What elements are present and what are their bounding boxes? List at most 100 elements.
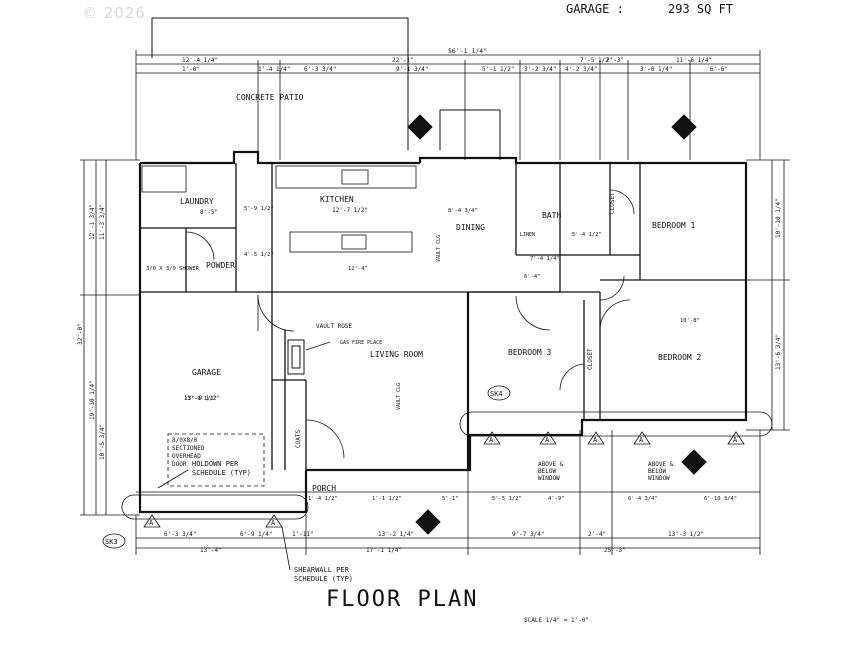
dim-left-text-3: 19'-10 1/4"	[89, 380, 96, 420]
vault-ceil-living: VAULT CLG	[396, 383, 402, 410]
top-frame	[151, 17, 501, 160]
egress2-line3: WINDOW	[648, 475, 670, 482]
dim-bot-r2-text-2: 25'-3"	[604, 547, 626, 554]
dim-bot-r1-text-6: 13'-3 1/2"	[668, 531, 704, 538]
dim-bot-r1-text-4: 9'-7 3/4"	[512, 531, 545, 538]
vault-rose-label: VAULT ROSE	[316, 323, 353, 330]
room-kitchen-dim: 12'-7 1/2"	[332, 207, 368, 214]
dims-bottom-row2: 13'-4" 17'-1 1/4" 25'-3"	[200, 547, 626, 554]
closet-label-1: CLOSET	[609, 192, 616, 214]
dim-top-overall-text: 56'-1 1/4"	[448, 47, 487, 55]
wall-type-a6: A	[639, 436, 644, 444]
dims-right: 10'-10 1/4"13'-6 3/4"	[775, 198, 782, 370]
dim-top-r1-text-2: 7'-5 1/2"	[580, 57, 613, 64]
egress2-line1: ABOVE &	[648, 461, 674, 468]
room-living: LIVING ROOM	[370, 350, 423, 359]
dim-top-r2-text-7: 3'-0 1/4"	[640, 66, 673, 73]
dim-left-text-2: 11'-3 3/4"	[99, 204, 106, 240]
dim-bot-r1-text-5: 2'-4"	[588, 531, 606, 538]
room-garage-dim: 13'-9 1/2"	[184, 395, 220, 402]
room-garage: GARAGE	[192, 368, 221, 377]
dim-top-r1-text-0: 12'-4 1/4"	[182, 57, 218, 64]
dim-bot-r1-text-1: 6'-9 1/4"	[240, 531, 273, 538]
dims-top-overall: 56'-1 1/4"	[448, 47, 487, 55]
dims-top-row1: 12'-4 1/4"22'-1"7'-5 1/2"2'-3"11'-6 1/4"	[182, 57, 712, 64]
dim-top-r2-text-3: 9'-1 3/4"	[396, 66, 429, 73]
wall-type-a1: A	[149, 519, 154, 527]
dimension-lines-bottom	[135, 430, 761, 555]
dim-top-r1-text-1: 22'-1"	[392, 57, 414, 64]
room-patio: CONCRETE PATIO	[236, 93, 304, 102]
header-value: 293 SQ FT	[668, 2, 734, 16]
dims-left: 32'-0" 12'-1 3/4"11'-3 3/4" 19'-10 1/4"10'…	[77, 204, 106, 460]
watermark: © 2026	[82, 4, 146, 22]
dim-int-text-8: 8'-4 3/4"	[448, 208, 478, 214]
dim-top-r2-text-8: 6'-6"	[710, 66, 728, 73]
dimension-lines-top	[135, 50, 761, 160]
dim-bot-r2-text-1: 17'-1 1/4"	[366, 547, 402, 554]
sk4-label: SK4	[490, 390, 503, 398]
fireplace-label: GAS FIRE PLACE	[340, 340, 382, 346]
shearwall-callouts	[121, 411, 773, 520]
fireplace	[287, 339, 305, 375]
dim-int-text-5: 6'-4"	[524, 274, 541, 280]
room-porch: PORCH	[312, 484, 336, 493]
dim-int-text-6: 13'-9 1/2"	[184, 396, 217, 402]
dim-right-text-0: 10'-10 1/4"	[775, 198, 782, 238]
sk-tags	[102, 385, 511, 549]
holdown-note-1: HOLDOWN PER	[192, 460, 239, 468]
dim-top-r2-text-2: 6'-3 3/4"	[304, 66, 337, 73]
dim-top-r2-text-4: 5'-1 1/2"	[482, 66, 515, 73]
room-laundry: LAUNDRY	[180, 197, 214, 206]
dim-left-text-4: 10'-5 3/4"	[99, 424, 106, 460]
dims-interior: 5'-9 1/2"4'-5 1/2"12'-4"7'-4 1/4"5'-4 1/…	[184, 206, 737, 502]
section-marker-labels: A 3.1 B 3.H	[416, 118, 693, 134]
dim-int-text-1: 4'-5 1/2"	[244, 252, 274, 258]
room-shower: 3/0 X 3/0 SHOWER	[146, 266, 200, 272]
section-b-sub: 3.H	[680, 126, 693, 134]
room-bedroom3: BEDROOM 3	[508, 348, 552, 357]
dim-int-text-12: 6'-4 3/4"	[628, 496, 658, 502]
dim-bot-r2-text-0: 13'-4"	[200, 547, 222, 554]
room-bedroom1: BEDROOM 1	[652, 221, 696, 230]
interior-walls	[140, 163, 746, 470]
notes: 8/0X8/0 SECTIONED OVERHEAD DOOR HOLDOWN …	[172, 437, 674, 583]
dim-int-text-2: 12'-4"	[348, 266, 368, 272]
dim-top-r2-text-1: 1'-4 1/4"	[258, 66, 291, 73]
exterior-walls	[138, 150, 748, 514]
plan-scale: SCALE 1/4" = 1'-0"	[524, 617, 589, 624]
wall-type-a5: A	[593, 436, 598, 444]
door-swings	[185, 189, 635, 459]
dim-int-text-11: 4'-9"	[548, 496, 565, 502]
linen-label: LINEN	[520, 232, 535, 238]
room-labels: CONCRETE PATIO LAUNDRY 8'-5" KITCHEN 12'…	[146, 93, 702, 493]
dim-int-text-9: 5'-1"	[442, 496, 459, 502]
garage-overhead-door	[167, 433, 265, 487]
dim-bot-r1-text-3: 13'-2 1/4"	[378, 531, 414, 538]
egress1-line2: BELOW	[538, 468, 556, 475]
holdown-note-2: SCHEDULE (TYP)	[192, 469, 251, 477]
dim-bot-r1-text-0: 6'-3 3/4"	[164, 531, 197, 538]
dim-left-text-1: 12'-1 3/4"	[89, 204, 96, 240]
kitchen-counters	[141, 165, 417, 253]
dim-int-text-13: 6'-10 3/4"	[704, 496, 737, 502]
dim-int-text-3: 7'-4 1/4"	[530, 256, 560, 262]
section-markers	[407, 114, 707, 535]
dim-left-text-0: 32'-0"	[77, 323, 84, 345]
note-leaders	[157, 341, 331, 571]
room-bath: BATH	[542, 211, 561, 220]
sk3-label: SK3	[105, 538, 118, 546]
dimension-lines-sides	[80, 159, 790, 516]
dims-bottom-row1: 6'-3 3/4"6'-9 1/4"1'-11"13'-2 1/4"9'-7 3…	[164, 531, 704, 538]
garage-door-line1: 8/0X8/0	[172, 437, 198, 444]
egress1-line1: ABOVE &	[538, 461, 564, 468]
dim-top-r2-text-6: 4'-2 3/4"	[565, 66, 598, 73]
dim-int-text-15: 1'-1 1/2"	[372, 496, 402, 502]
dim-top-r2-text-0: 1'-0"	[182, 66, 200, 73]
room-dining: DINING	[456, 223, 485, 232]
dim-int-text-14: 1'-4 1/2"	[308, 496, 338, 502]
section-a-label: A	[418, 118, 423, 126]
dim-top-r2-text-5: 3'-2 3/4"	[524, 66, 557, 73]
shearwall-note-2: SCHEDULE (TYP)	[294, 575, 353, 583]
